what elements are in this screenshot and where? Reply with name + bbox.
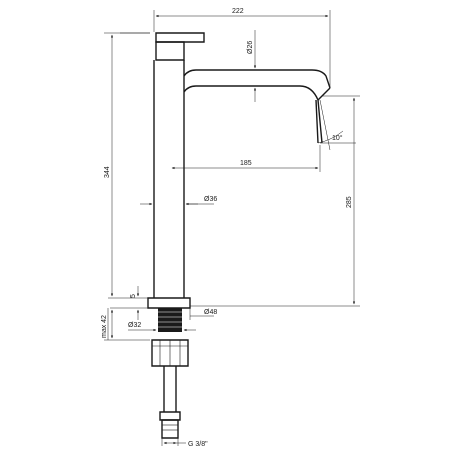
label-shank-diameter: Ø32 (128, 322, 141, 329)
dim-max-thickness: max 42 (101, 308, 150, 341)
dim-spout-angle: 10° (317, 99, 344, 151)
label-spout-height: 285 (346, 196, 353, 208)
dim-overall-width: 222 (153, 8, 331, 88)
dim-total-height: 344 (104, 32, 150, 297)
dim-gap: 5 (130, 286, 140, 320)
faucet-outline (147, 32, 331, 439)
label-total-height: 344 (104, 166, 111, 178)
label-body-diameter: Ø36 (204, 196, 217, 203)
label-hose-thread: G 3/8" (188, 441, 208, 448)
dim-base-diameter: Ø48 (189, 308, 217, 320)
dim-body-diameter: Ø36 (140, 196, 217, 206)
centerlines (108, 32, 360, 309)
label-spout-angle: 10° (332, 134, 343, 142)
dim-spout-height: 285 (346, 97, 356, 305)
dim-spout-reach: 185 (171, 145, 321, 172)
label-gap: 5 (130, 294, 137, 298)
dim-hose-thread: G 3/8" (161, 438, 208, 448)
label-base-diameter: Ø48 (204, 309, 217, 316)
label-overall-width: 222 (232, 8, 244, 15)
dim-shank-diameter: Ø32 (128, 322, 196, 332)
label-spout-diameter: Ø26 (247, 41, 254, 54)
label-spout-reach: 185 (240, 160, 252, 167)
dim-spout-diameter: Ø26 (247, 30, 257, 102)
label-max-thickness: max 42 (101, 315, 108, 338)
